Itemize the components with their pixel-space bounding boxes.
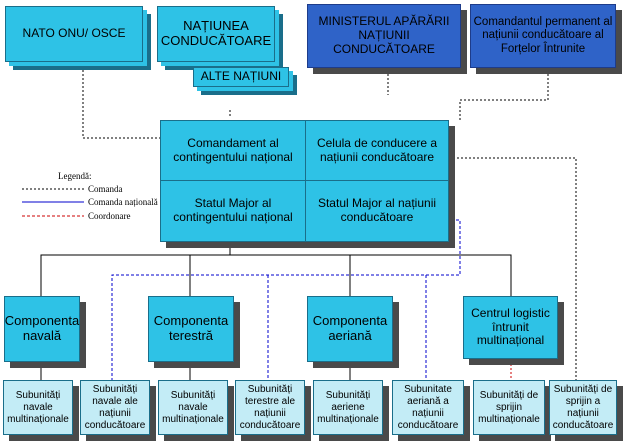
legend-title: Legendă: (58, 171, 92, 181)
box-subunit-sprijin-multinationale: Subunități de sprijin multinaționale (473, 380, 545, 435)
box-componenta-navala: Componenta navală (4, 296, 80, 362)
box-alte-natiuni: ALTE NAȚIUNI (193, 67, 289, 87)
box-centrul-logistic: Centrul logistic întrunit multinațional (463, 296, 558, 359)
box-celula: Celula de conducere a națiunii conducăto… (305, 120, 449, 181)
box-statul-major-natiunii: Statul Major al națiunii conducătoare (305, 180, 449, 242)
box-ministerul: MINISTERUL APĂRĂRII NAȚIUNII CONDUCĂTOAR… (307, 4, 461, 68)
box-nato: NATO ONU/ OSCE (5, 6, 143, 62)
box-comandament: Comandament al contingentului național (160, 120, 306, 181)
line-nato-to-hq (82, 70, 160, 139)
box-subunit-navale-multinationale: Subunități navale multinaționale (3, 380, 73, 435)
legend-label-comanda: Comanda (88, 184, 123, 194)
box-subunit-sprijin-natiune: Subunități de sprijin a națiunii conducă… (549, 380, 617, 435)
box-natiunea: NAȚIUNEA CONDUCĂTOARE (157, 6, 275, 62)
box-statul-major-national: Statul Major al contingentului național (160, 180, 306, 242)
legend-label-national: Comanda națională (88, 197, 158, 207)
box-comandantul: Comandantul permanent al națiunii conduc… (470, 4, 616, 68)
box-componenta-aeriana: Componenta aeriană (307, 296, 393, 362)
box-subunit-aeriene-multinationale: Subunități aeriene multinaționale (313, 380, 383, 435)
box-subunit-aeriana-natiune: Subunitate aeriană a națiunii conducătoa… (392, 380, 464, 435)
line-command-bus (40, 254, 512, 296)
line-comandantul-to-celula (459, 70, 549, 120)
box-subunit-terestre-natiune: Subunități terestre ale națiunii conducă… (235, 380, 305, 435)
line-national-bus (111, 219, 461, 380)
box-subunit-navale-multinationale-2: Subunități navale multinaționale (158, 380, 228, 435)
box-componenta-terestra: Componenta terestră (148, 296, 234, 362)
box-subunit-navale-natiune: Subunități navale ale națiunii conducăto… (80, 380, 150, 435)
legend-label-coordonare: Coordonare (88, 211, 131, 221)
